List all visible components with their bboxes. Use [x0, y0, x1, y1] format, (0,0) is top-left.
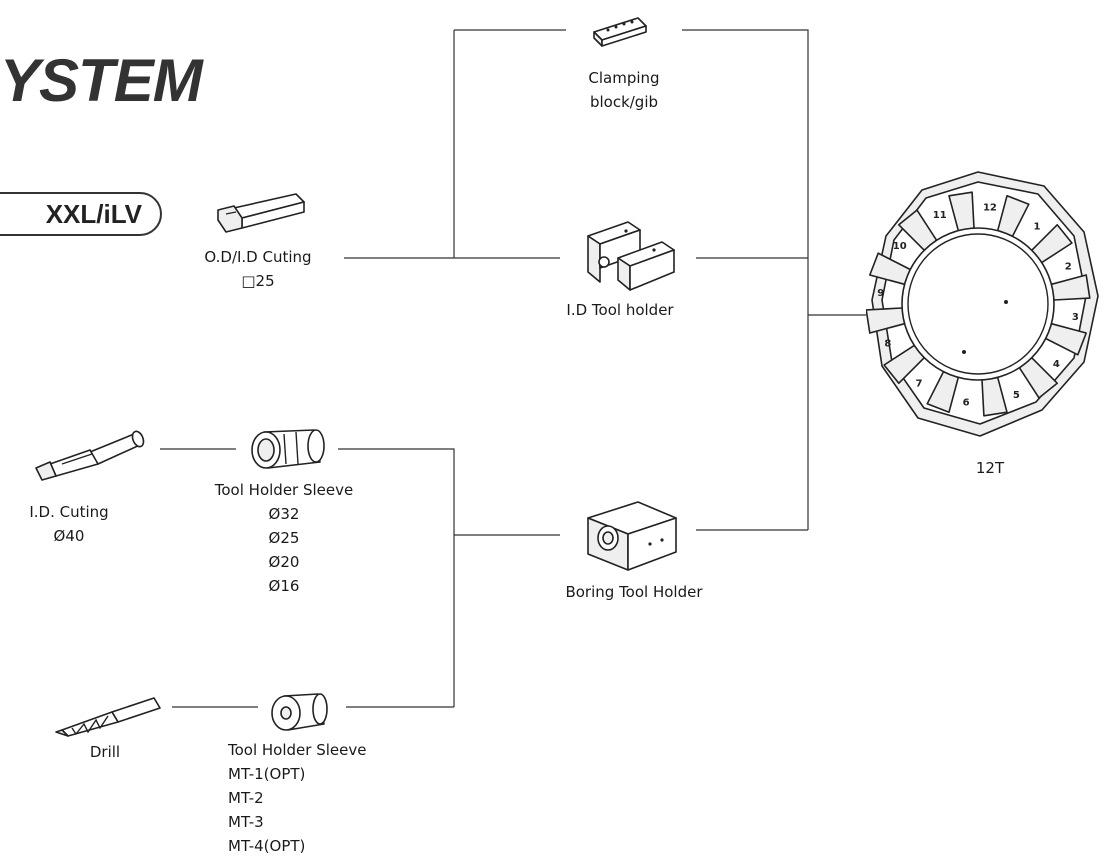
- id-tool-holder-label: I.D Tool holder: [566, 301, 674, 319]
- boring-tool-holder-icon: [587, 501, 677, 571]
- turret-station-number: 5: [1013, 390, 1020, 401]
- turret-station-number: 3: [1072, 312, 1079, 323]
- id-cutting-label: I.D. Cuting Ø40: [29, 503, 109, 545]
- clamping-block-icon: [593, 17, 647, 47]
- tool-holder-sleeve-mt-icon: [271, 693, 328, 731]
- turret-station-number: 7: [916, 378, 923, 389]
- od-id-cutting-label: O.D/I.D Cuting □25: [204, 248, 312, 290]
- id-tool-holder-icon: [587, 221, 675, 291]
- page-title: YSTEM: [0, 47, 203, 114]
- turret-12t-label: 12T: [975, 459, 1005, 477]
- tool-holder-sleeve-round-icon: [251, 429, 325, 469]
- drill-icon: [55, 697, 161, 737]
- id-cutting-bar-icon: [35, 430, 145, 481]
- boring-tool-holder-label: Boring Tool Holder: [565, 583, 703, 601]
- turret-station-number: 12: [983, 203, 997, 214]
- tool-holder-sleeve-mt-label: Tool Holder Sleeve MT-1(OPT) MT-2 MT-3 M…: [228, 741, 367, 855]
- turret-station-number: 8: [884, 338, 891, 349]
- drill-label: Drill: [89, 743, 121, 761]
- od-id-cutting-tool-icon: [217, 193, 305, 233]
- turret-station-number: 4: [1053, 359, 1060, 370]
- turret-station-number: 9: [877, 288, 884, 299]
- turret-station-number: 1: [1034, 222, 1041, 233]
- turret-station-number: 6: [963, 397, 970, 408]
- model-badge: XXL/iLV: [0, 192, 162, 236]
- tool-holder-sleeve-round-label: Tool Holder Sleeve Ø32 Ø25 Ø20 Ø16: [214, 481, 354, 595]
- turret-station-number: 2: [1065, 262, 1072, 273]
- clamping-block-label: Clamping block/gib: [588, 69, 660, 111]
- turret-station-number: 11: [933, 210, 947, 221]
- turret-station-number: 10: [893, 241, 907, 252]
